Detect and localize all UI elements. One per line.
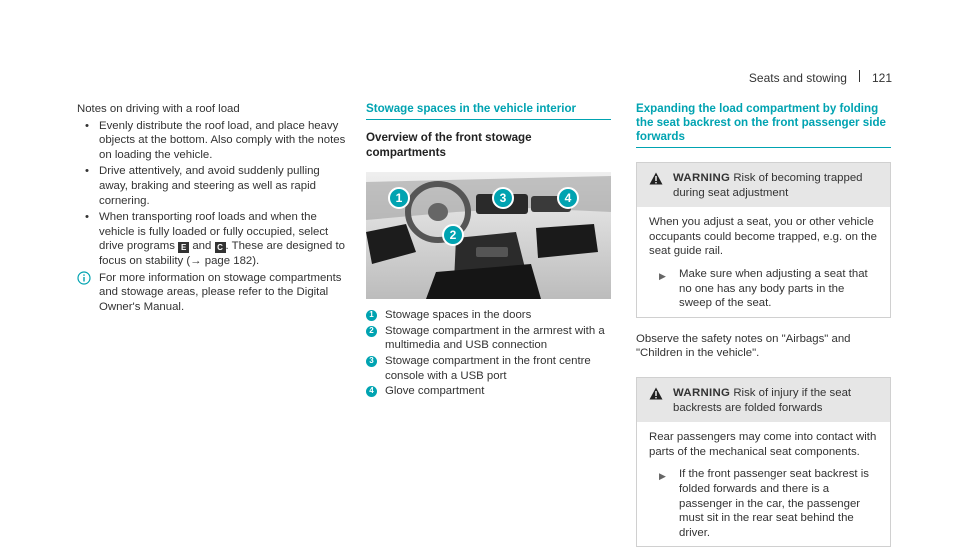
- legend-text: Stowage spaces in the doors: [385, 309, 532, 322]
- list-item: 2 Stowage compartment in the armrest wit…: [366, 324, 611, 353]
- header-divider: [858, 70, 860, 82]
- bullet-dot: •: [85, 165, 89, 178]
- legend-text: Stowage compartment in the front centre …: [385, 354, 591, 382]
- list-item: • Drive attentively, and avoid suddenly …: [77, 164, 349, 208]
- warning-title: Risk of injury if the seat backrests are…: [673, 386, 852, 414]
- observe-note: Observe the safety notes on "Airbags" an…: [636, 332, 851, 360]
- warning-header: WARNING Risk of injury if the seat backr…: [637, 377, 890, 423]
- warning-label: WARNING: [673, 172, 731, 184]
- bullet-dot: •: [85, 211, 89, 224]
- warning-body: When you adjust a seat, you or other veh…: [637, 207, 890, 317]
- warning-box-trapped: WARNING Risk of becoming trapped during …: [636, 162, 891, 318]
- bullet-text: When transporting roof loads and when th…: [99, 210, 349, 268]
- drive-program-c-icon: C: [214, 242, 226, 254]
- legend-text: Glove compartment: [385, 385, 485, 398]
- warning-step-text: If the front passenger seat backrest is …: [679, 468, 869, 539]
- icon-letter: C: [217, 243, 223, 253]
- bullet-text: Evenly distribute the roof load, and pla…: [99, 119, 346, 161]
- warning-heading: WARNING Risk of becoming trapped during …: [673, 171, 880, 200]
- section-title: Expanding the load compartment by foldin…: [636, 102, 891, 148]
- callout-1: 1: [388, 187, 410, 210]
- arrow-right-icon: ▶: [659, 270, 666, 281]
- column-stowage: Stowage spaces in the vehicle interior O…: [366, 102, 611, 400]
- column-fold-seat: Expanding the load compartment by foldin…: [636, 102, 891, 547]
- callout-4: 4: [557, 187, 579, 210]
- bullet-text-part: and: [192, 240, 212, 253]
- section-name: Seats and stowing: [748, 71, 847, 85]
- bullet-dot: •: [85, 119, 89, 132]
- column-roof-load: Notes on driving with a roof load • Even…: [77, 102, 349, 314]
- warning-step-text: Make sure when adjusting a seat that no …: [679, 267, 868, 310]
- warning-triangle-icon: [649, 386, 665, 415]
- list-item: • When transporting roof loads and when …: [77, 210, 349, 268]
- page-ref-arrow-icon: →: [190, 254, 202, 267]
- page-reference-link[interactable]: page 182).: [204, 254, 260, 267]
- icon-letter: E: [180, 243, 187, 253]
- legend-text: Stowage compartment in the armrest with …: [385, 324, 605, 352]
- warning-box-injury: WARNING Risk of injury if the seat backr…: [636, 376, 891, 547]
- warning-text: When you adjust a seat, you or other veh…: [649, 216, 877, 258]
- warning-title: Risk of becoming trapped during seat adj…: [673, 172, 863, 199]
- info-note: For more information on stowage compartm…: [77, 270, 349, 315]
- section-title: Stowage spaces in the vehicle interior: [366, 102, 611, 120]
- figure-legend: 1 Stowage spaces in the doors 2 Stowage …: [366, 308, 611, 399]
- callout-3: 3: [492, 187, 514, 210]
- legend-number: 1: [366, 310, 377, 322]
- warning-triangle-icon: [649, 171, 665, 200]
- sub-title: Overview of the front stowage compartmen…: [366, 131, 532, 159]
- callout-2: 2: [442, 224, 464, 247]
- drive-program-e-icon: E: [178, 242, 190, 254]
- roof-load-heading: Notes on driving with a roof load: [77, 103, 240, 115]
- info-text: For more information on stowage compartm…: [99, 271, 342, 313]
- legend-number: 2: [366, 325, 377, 337]
- warning-step: ▶ Make sure when adjusting a seat that n…: [649, 267, 878, 311]
- interior-figure: 1 2 3 4: [366, 172, 611, 300]
- bullet-text: Drive attentively, and avoid suddenly pu…: [99, 165, 320, 207]
- legend-number: 3: [366, 355, 377, 367]
- warning-step: ▶ If the front passenger seat backrest i…: [649, 467, 878, 540]
- warning-header: WARNING Risk of becoming trapped during …: [637, 163, 890, 208]
- list-item: 3 Stowage compartment in the front centr…: [366, 354, 611, 383]
- warning-body: Rear passengers may come into contact wi…: [637, 422, 890, 546]
- arrow-right-icon: ▶: [659, 471, 666, 482]
- bullet-text-part: . These are designed to focus on stabili…: [99, 240, 345, 267]
- info-circle-icon: [77, 270, 93, 315]
- bullet-text-part: When transporting roof loads and when th…: [99, 211, 329, 253]
- list-item: • Evenly distribute the roof load, and p…: [77, 119, 349, 163]
- list-item: 1 Stowage spaces in the doors: [366, 308, 611, 323]
- warning-label: WARNING: [673, 386, 731, 399]
- page-number: 121: [871, 71, 892, 85]
- warning-text: Rear passengers may come into contact wi…: [649, 431, 877, 458]
- legend-number: 4: [366, 386, 377, 398]
- list-item: 4 Glove compartment: [366, 384, 611, 399]
- page-header: Seats and stowing 121: [749, 70, 892, 85]
- warning-heading: WARNING Risk of injury if the seat backr…: [673, 386, 880, 415]
